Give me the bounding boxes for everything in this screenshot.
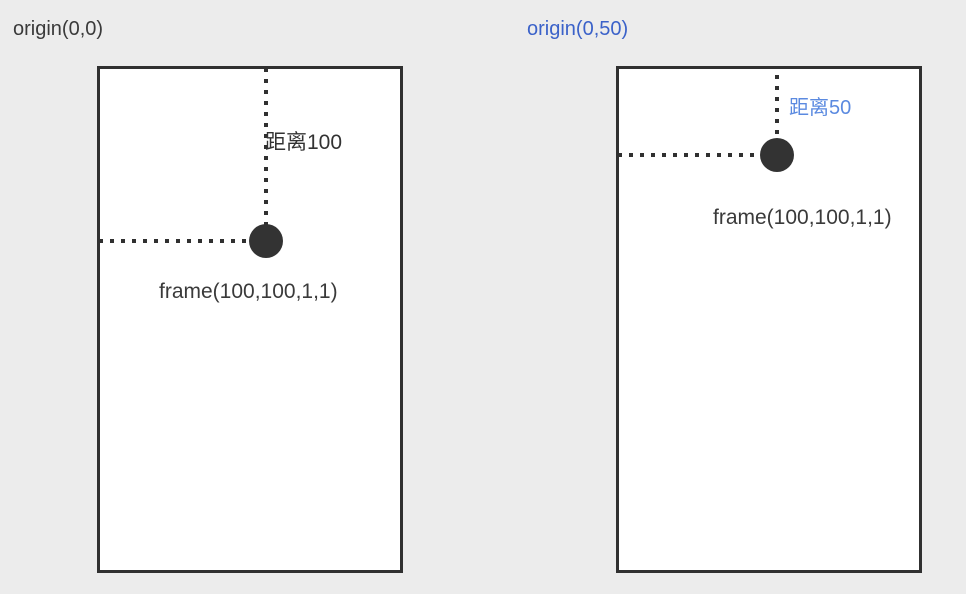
- distance-label-right: 距离50: [789, 97, 852, 119]
- device-frame-left: [97, 66, 403, 573]
- anchor-dot-right: [760, 138, 794, 172]
- frame-label-right: frame(100,100,1,1): [713, 206, 892, 229]
- vertical-guide-line-left: [264, 68, 268, 228]
- distance-label-left: 距离100: [265, 131, 343, 154]
- horizontal-guide-line-left: [99, 239, 267, 243]
- panel-title-left: origin(0,0): [13, 18, 104, 40]
- panel-title-right: origin(0,50): [527, 18, 629, 40]
- frame-label-left: frame(100,100,1,1): [159, 280, 338, 303]
- vertical-guide-line-right: [775, 75, 779, 141]
- anchor-dot-left: [249, 224, 283, 258]
- horizontal-guide-line-right: [618, 153, 778, 157]
